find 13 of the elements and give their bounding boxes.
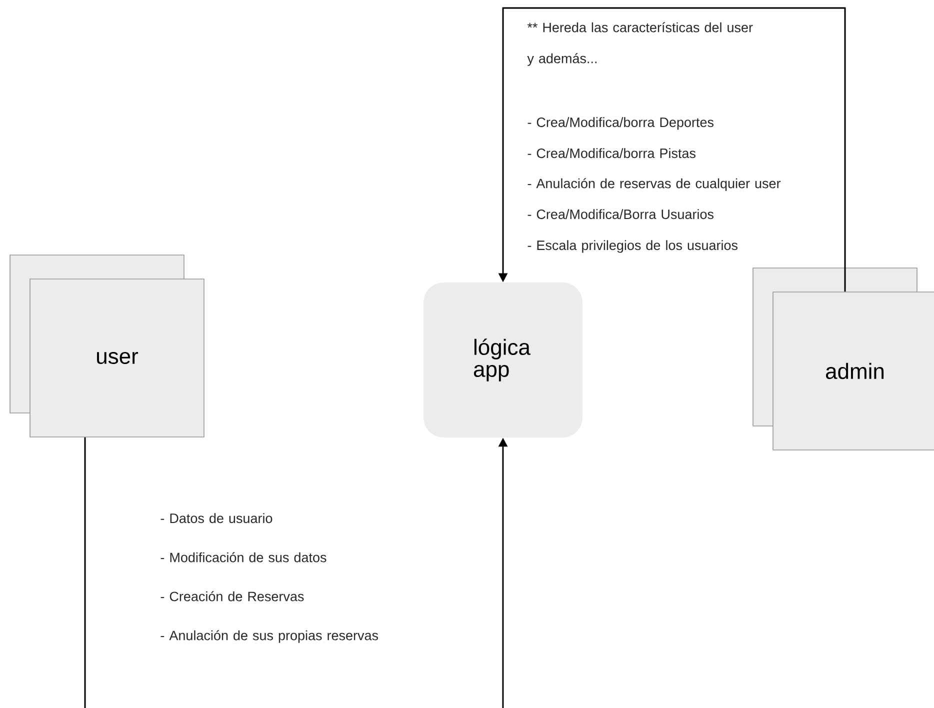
list-text: - Creación de Reservas <box>160 591 304 602</box>
list-text: - Crea/Modifica/Borra Usuarios <box>528 209 714 220</box>
rounded-box: lógica app <box>424 282 582 438</box>
stacked-box: user <box>10 254 204 438</box>
list-text: - Crea/Modifica/borra Pistas <box>528 148 696 158</box>
list-text: ** Hereda las características del user y además... <box>527 22 753 66</box>
list-text: - Anulación de sus propias reservas <box>160 630 378 643</box>
list-text: - Modificación de sus datos <box>160 552 326 562</box>
list-text: - Datos de usuario <box>160 513 272 524</box>
list-text: - Escala privilegios de los usuarios <box>528 240 738 253</box>
list-text: - Anulación de reservas de cualquier user <box>528 178 781 191</box>
list-text: - Crea/Modifica/borra Deportes <box>528 117 714 130</box>
stacked-box: admin <box>752 268 934 450</box>
